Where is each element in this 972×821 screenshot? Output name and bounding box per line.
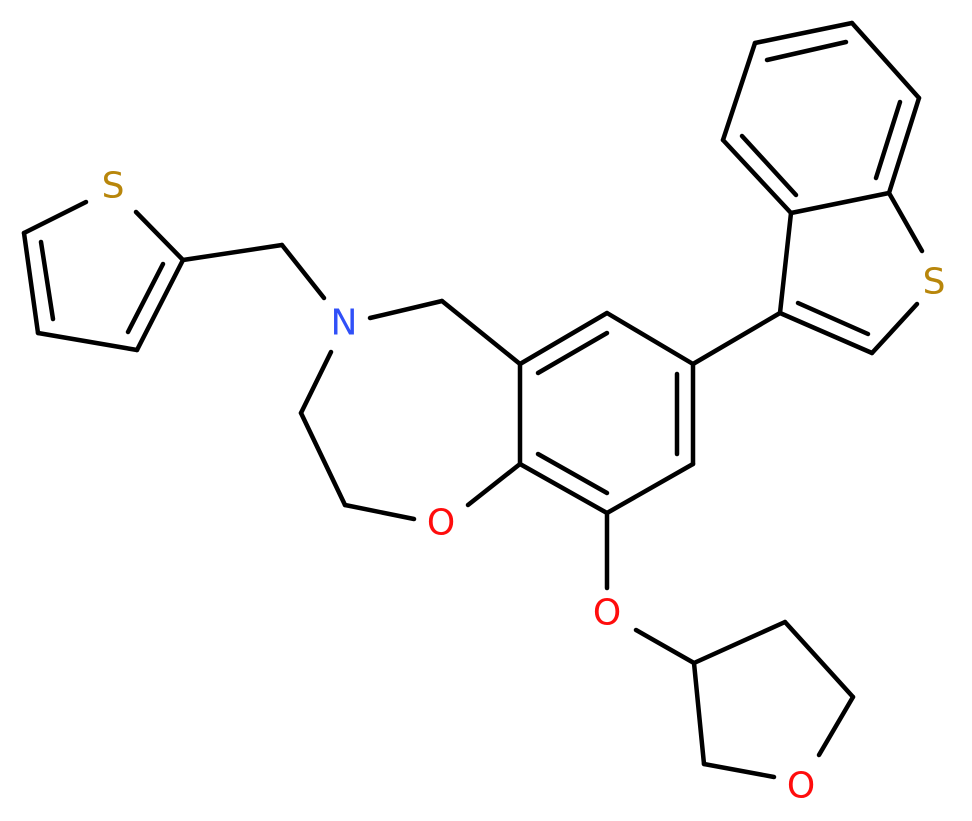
bond-line bbox=[777, 210, 794, 316]
bond-line bbox=[298, 410, 348, 508]
bond-line bbox=[298, 349, 334, 416]
bond-line bbox=[125, 261, 166, 335]
bond-line bbox=[279, 242, 327, 301]
bond-line bbox=[795, 300, 871, 337]
bond-line bbox=[517, 461, 610, 516]
atom-label-s: S bbox=[102, 166, 125, 207]
bond-line bbox=[439, 298, 523, 367]
atom-label-layer: S N O S O O bbox=[102, 166, 946, 807]
bond-line bbox=[342, 502, 417, 522]
bond-line bbox=[633, 627, 697, 666]
bond-line bbox=[739, 133, 799, 198]
bond-line bbox=[21, 230, 41, 336]
bond-line bbox=[873, 99, 903, 181]
bond-line bbox=[849, 20, 922, 101]
atom-label-n: N bbox=[331, 303, 358, 344]
bond-line bbox=[869, 301, 920, 356]
bond-line bbox=[816, 694, 856, 758]
bond-line bbox=[38, 239, 56, 322]
bond-line bbox=[604, 461, 696, 516]
bond-line bbox=[691, 660, 707, 767]
bond-line bbox=[886, 95, 922, 196]
bond-line bbox=[752, 20, 855, 46]
bond-line bbox=[764, 39, 849, 63]
bond-line bbox=[604, 310, 696, 367]
bond-layer bbox=[21, 20, 925, 780]
atom-label-o: O bbox=[787, 766, 815, 807]
bond-line bbox=[535, 451, 610, 496]
bond-line bbox=[720, 137, 794, 216]
bond-line bbox=[35, 330, 140, 353]
bond-line bbox=[180, 242, 285, 263]
bond-line bbox=[691, 619, 788, 666]
atom-label-s: S bbox=[923, 262, 946, 303]
bond-line bbox=[517, 310, 610, 367]
bond-line bbox=[367, 298, 445, 321]
atom-label-o: O bbox=[427, 503, 455, 544]
bond-line bbox=[535, 330, 610, 376]
bond-line bbox=[788, 190, 892, 216]
bond-line bbox=[133, 209, 186, 263]
bond-line bbox=[690, 310, 783, 367]
bond-line bbox=[701, 761, 777, 780]
bond-line bbox=[134, 257, 186, 353]
bond-line bbox=[782, 619, 856, 700]
bond-line bbox=[465, 461, 523, 508]
atom-label-o: O bbox=[593, 593, 621, 634]
bond-line bbox=[886, 190, 925, 254]
bond-line bbox=[720, 40, 758, 143]
bond-line bbox=[777, 310, 875, 356]
bond-line bbox=[21, 199, 89, 236]
